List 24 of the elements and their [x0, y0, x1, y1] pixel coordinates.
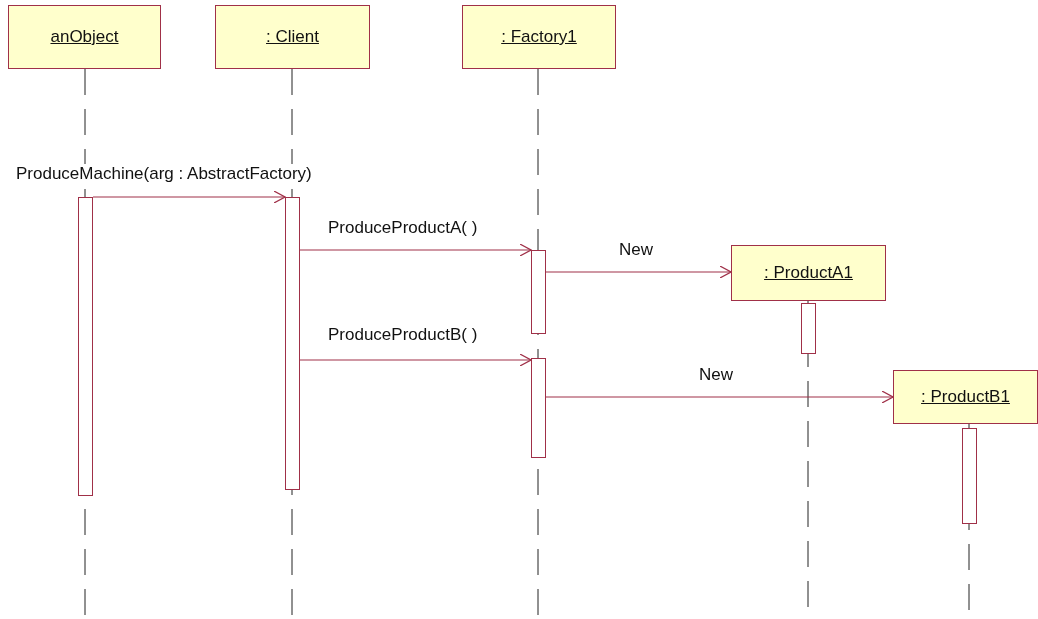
object-box — [8, 5, 161, 69]
object-box — [215, 5, 370, 69]
object-box — [731, 245, 886, 301]
object-name: : Client — [266, 27, 319, 47]
message-arrow — [545, 265, 732, 279]
message-arrow — [545, 390, 894, 404]
message-label: ProduceProductB( ) — [327, 325, 479, 345]
object-box — [462, 5, 616, 69]
message-label: ProduceMachine(arg : AbstractFactory) — [15, 164, 313, 184]
object-name: : ProductB1 — [921, 387, 1010, 407]
activation-bar — [78, 197, 93, 496]
message-arrow — [92, 190, 286, 204]
object-box — [893, 370, 1038, 424]
activation-bar — [531, 358, 546, 458]
object-name: : ProductA1 — [764, 263, 853, 283]
message-arrow — [299, 243, 532, 257]
message-arrow — [299, 353, 532, 367]
activation-bar — [801, 303, 816, 354]
activation-bar — [285, 197, 300, 490]
activation-bar — [531, 250, 546, 334]
object-name: : Factory1 — [501, 27, 577, 47]
object-name: anObject — [50, 27, 119, 47]
message-label: ProduceProductA( ) — [327, 218, 479, 238]
activation-bar — [962, 428, 977, 524]
